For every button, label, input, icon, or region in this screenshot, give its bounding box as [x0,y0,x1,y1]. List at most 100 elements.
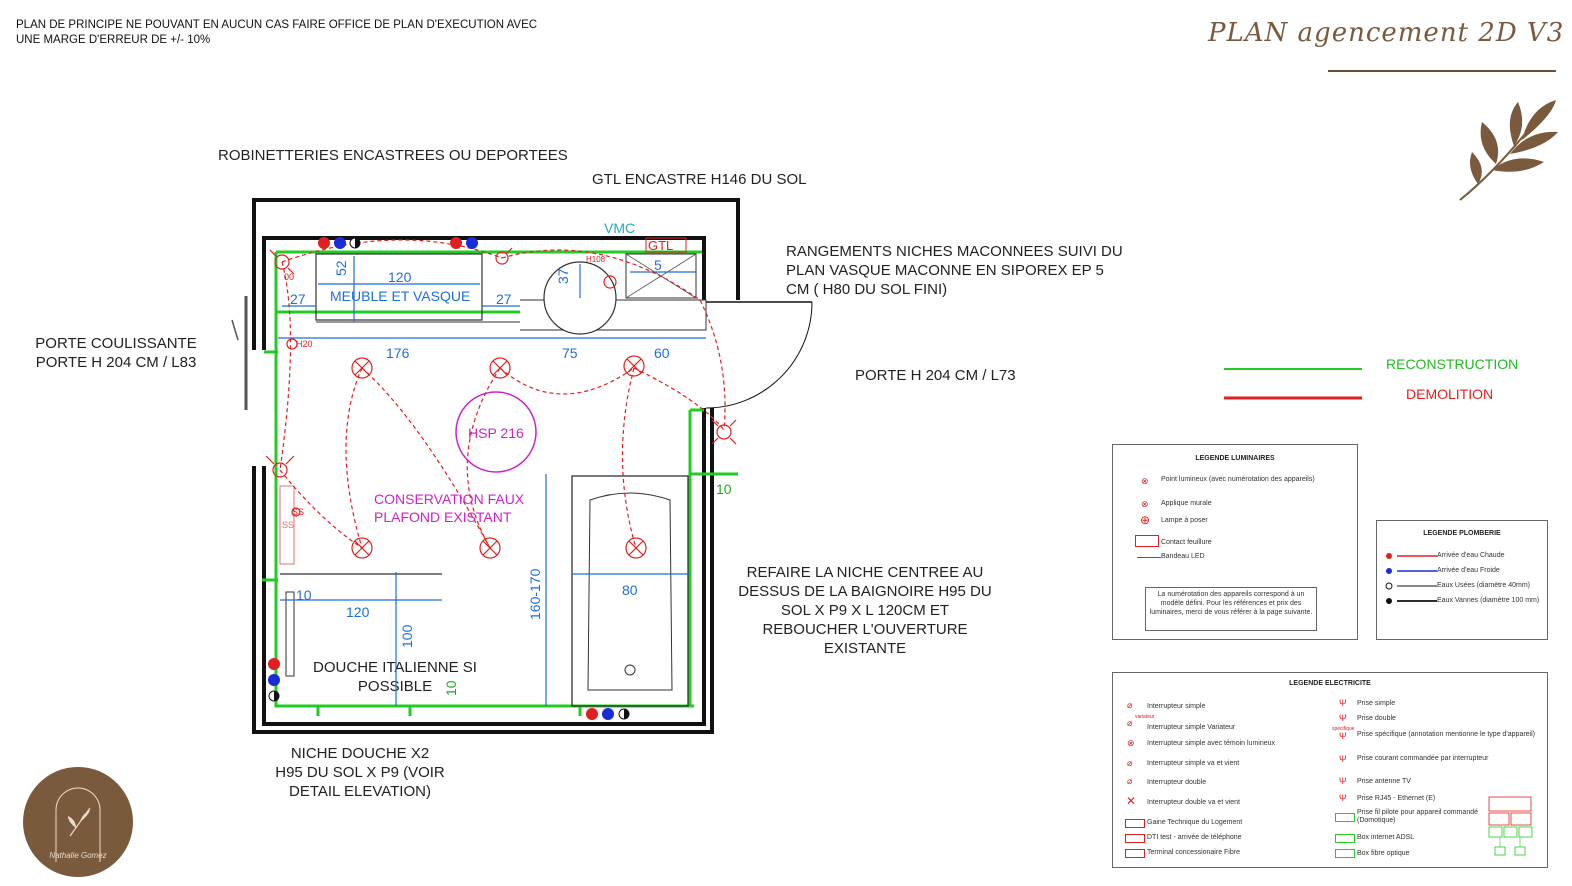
interrupteur-icon: ⌀ [1127,700,1133,710]
temoin-icon: ⊗ [1127,738,1135,748]
hsp-circle [455,391,537,473]
dim-10-right: 10 [716,481,732,497]
legend-plomberie-item: Arrivée d'eau Froide [1437,567,1500,574]
dim-120-vanity: 120 [388,269,412,285]
hsp-label: HSP 216 [468,425,524,441]
ss-niche [279,485,295,565]
niche-line-1: NICHE DOUCHE X2 [290,745,430,762]
refaire-line-2: DESSUS DE LA BAIGNOIRE H95 DU [738,583,992,600]
wiring [279,239,726,549]
gtl-box [625,253,697,299]
dim-120-shower: 120 [346,604,370,620]
legend-elec-left-item: Interrupteur simple avec témoin lumineux [1147,740,1276,747]
prise-specifique-icon: Ψ [1339,731,1347,741]
legend-elec-right-item: Prise double [1357,715,1396,722]
legend-elec-right-item: Box internet ADSL [1357,834,1415,841]
gtl-diagram [1488,796,1533,856]
niche-douche-note: NICHE DOUCHE X2 H95 DU SOL X P9 (VOIR DE… [250,744,470,801]
double-va-et-vient-icon: ✕ [1126,794,1137,808]
h20-label: H20 [296,339,313,349]
legend-elec-left-item: Terminal concessionaire Fibre [1147,849,1240,856]
douche-line-2: POSSIBLE [357,678,433,695]
legend-plomberie-title: LEGENDE PLOMBERIE [1423,530,1501,537]
contact-feuillure-icon [1135,535,1159,547]
fil-pilote-icon [1335,813,1355,822]
refaire-line-3: SOL X P9 X L 120CM ET [780,602,950,619]
interrupteur-double-icon: ⌀ [1127,776,1133,786]
demolition-label: DEMOLITION [1406,386,1494,402]
variateur-small-label: variateur [1135,714,1155,720]
reconstruction-label: RECONSTRUCTION [1386,356,1519,372]
lampe-poser-icon: ⊕ [1140,513,1151,527]
point-lumineux-icon: ⊗ [1141,476,1149,486]
legend-elec-left-item: Interrupteur double [1147,779,1207,786]
legend-elec-right-item: Prise simple [1357,700,1396,707]
dimension-lines [278,256,706,706]
plumbing-points [268,237,630,720]
disclaimer: PLAN DE PRINCIPE NE POUVANT EN AUCUN CAS… [16,18,537,48]
plomberie-symbols [1385,553,1437,604]
light-points [351,355,647,559]
va-et-vient-icon: ⌀ [1127,758,1133,768]
rangements-note: RANGEMENTS NICHES MACONNEES SUIVI DU PLA… [786,242,1123,299]
ss-label-2: SS [282,520,294,530]
logo-script: Nathalie Gomez [49,851,106,860]
disclaimer-line-2: UNE MARGE D'ERREUR DE +/- 10% [16,34,211,46]
disclaimer-line-1: PLAN DE PRINCIPE NE POUVANT EN AUCUN CAS… [16,19,538,31]
prise-commandee-icon: Ψ [1339,754,1347,764]
bathtub-inner [587,492,673,691]
bathtub [571,475,689,707]
legend-luminaires: LEGENDE LUMINAIRES ⊗ Point lumineux (ave… [1112,444,1358,640]
legend-elec-right-item: Prise fil pilote pour appareil commandé … [1357,809,1479,824]
prise-double-icon: Ψ [1339,713,1347,723]
dim-27-right: 27 [496,291,512,307]
conservation-line-2: PLAFOND EXISTANT [374,509,512,525]
vanity [315,253,483,321]
dim-80: 80 [622,582,638,598]
luminaires-note: La numérotation des appareils correspond… [1145,587,1317,631]
rangements-line-1: RANGEMENTS NICHES MACONNEES SUIVI DU [786,243,1123,260]
gaine-icon [1125,819,1145,828]
specifique-small-label: spécifique [1332,726,1355,732]
sliding-door-mark [231,319,239,341]
refaire-niche-note: REFAIRE LA NICHE CENTREE AU DESSUS DE LA… [730,563,1000,658]
ss-label-1: SS [292,507,304,517]
gtl-note: GTL ENCASTRE H146 DU SOL [592,171,807,188]
prise-rj45-icon: Ψ [1339,793,1347,803]
legend-elec-left-item: Gaine Technique du Logement [1147,819,1243,826]
legend-plomberie-item: Eaux Usées (diamètre 40mm) [1437,582,1530,589]
legend-elec-left-item: DTI test - arrivée de téléphone [1147,834,1242,841]
dim-160-170: 160-170 [527,568,543,620]
dim-27-left: 27 [290,291,306,307]
robinetteries-note: ROBINETTERIES ENCASTREES OU DEPORTEES [218,147,568,164]
legend-electricite-title: LEGENDE ELECTRICITE [1289,680,1371,687]
dim-37: 37 [555,268,571,284]
refaire-line-5: EXISTANTE [823,640,907,657]
porte-coulissante-line-2: PORTE H 204 CM / L83 [35,354,197,371]
bathtub-drain [624,664,636,676]
legend-luminaires-title: LEGENDE LUMINAIRES [1195,455,1275,462]
legend-elec-right-item: Prise antenne TV [1357,778,1411,785]
legend-elec-left-item: Interrupteur double va et vient [1147,799,1241,806]
vmc-label: VMC [604,220,635,236]
leaf-branch-icon [1459,100,1558,201]
dim-100: 100 [399,624,415,648]
dim-176: 176 [386,345,410,361]
prise-tv-icon: Ψ [1339,776,1347,786]
dim-5: 5 [654,257,662,273]
legend-plomberie-item: Arrivée d'eau Chaude [1437,552,1505,559]
porte-coulissante-line-1: PORTE COULISSANTE [35,335,197,352]
variateur-icon: ⌀ [1127,718,1133,728]
reconstruction-lines [262,250,738,716]
dim-10-left: 10 [296,587,312,603]
douche-line-1: DOUCHE ITALIENNE SI [313,659,477,676]
douche-italienne-note: DOUCHE ITALIENNE SI POSSIBLE [300,658,490,696]
rangements-line-3: CM ( H80 DU SOL FINI) [786,281,948,298]
legend-elec-right-item: Prise RJ45 - Ethernet (E) [1357,795,1436,802]
dim-75: 75 [562,345,578,361]
dim-60: 60 [654,345,670,361]
prise-simple-icon: Ψ [1339,698,1347,708]
legend-luminaire-item: Contact feuillure [1161,539,1212,546]
door-swing [705,301,813,409]
